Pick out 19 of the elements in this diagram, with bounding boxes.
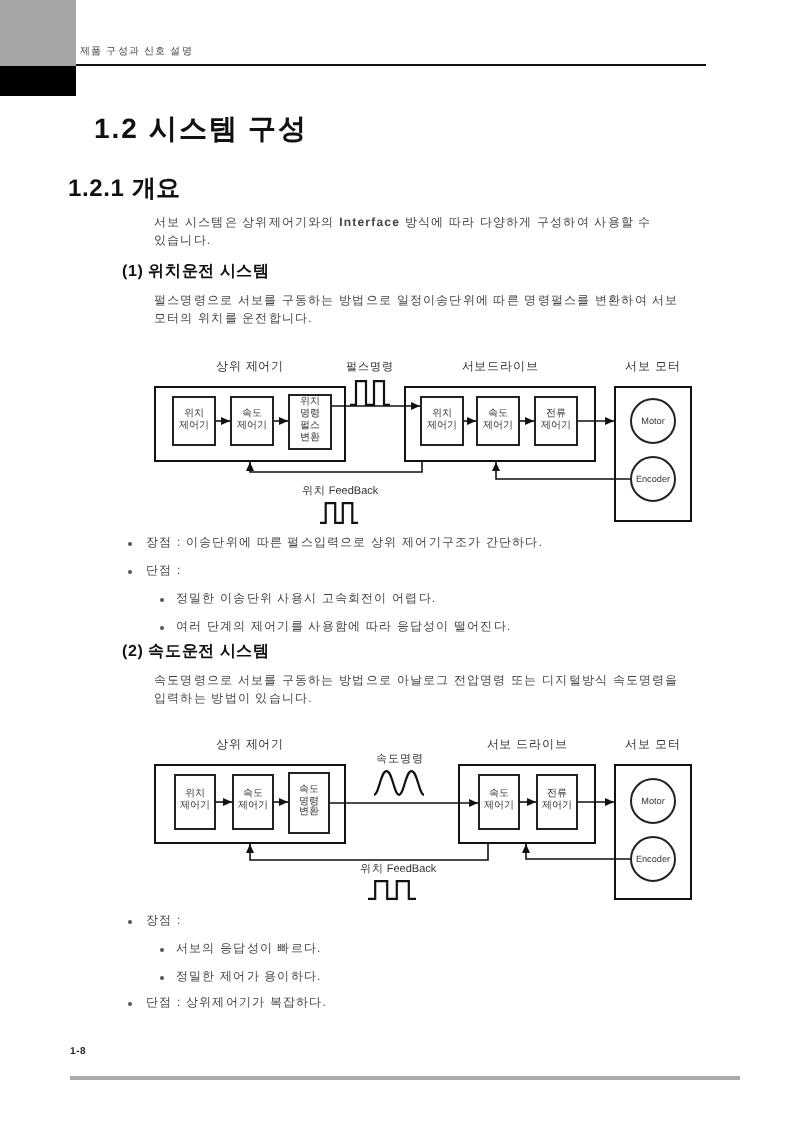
arrow — [329, 799, 479, 807]
arrow — [215, 417, 231, 425]
arrow — [246, 843, 489, 861]
arrow — [577, 798, 615, 806]
heading: (2) 속도운전 시스템 — [122, 642, 270, 662]
arrow — [273, 417, 289, 425]
arrow — [273, 798, 289, 806]
arrow — [519, 798, 537, 806]
arrow — [492, 461, 631, 480]
arrow — [463, 417, 477, 425]
section-title: 1.2 시스템 구성 — [94, 112, 309, 148]
arrow — [519, 417, 535, 425]
arrow — [522, 843, 631, 860]
arrow — [577, 417, 615, 425]
subsection-title: 1.2.1 개요 — [68, 172, 181, 204]
arrow — [246, 461, 423, 473]
arrow — [215, 798, 233, 806]
arrow — [331, 402, 421, 410]
heading: (1) 위치운전 시스템 — [122, 262, 270, 282]
